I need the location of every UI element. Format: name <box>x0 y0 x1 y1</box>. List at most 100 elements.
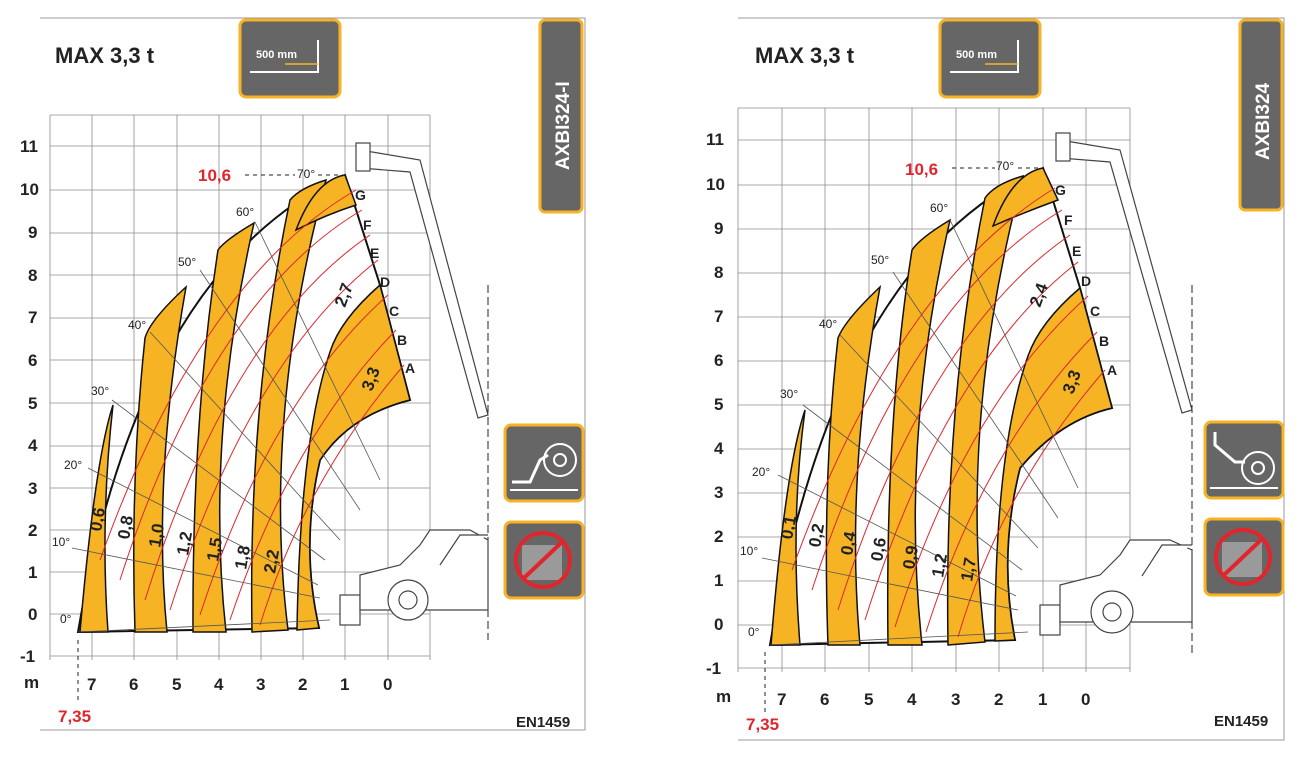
panel-frame-left <box>40 17 586 731</box>
svg-text:AXBI324-I: AXBI324-I <box>553 81 574 170</box>
stabilizers-up-icon-left <box>503 423 585 503</box>
telehandler-left <box>339 142 489 626</box>
load-centre-badge-right: 500 mm <box>938 18 1042 99</box>
svg-text:10°: 10° <box>52 535 70 549</box>
svg-text:2: 2 <box>298 675 307 694</box>
svg-text:B: B <box>1099 333 1109 349</box>
svg-text:A: A <box>405 360 415 376</box>
svg-text:0,9: 0,9 <box>899 544 922 571</box>
svg-text:0: 0 <box>1081 690 1090 709</box>
svg-text:0,1: 0,1 <box>777 514 800 541</box>
svg-text:1,7: 1,7 <box>957 556 980 583</box>
svg-text:C: C <box>1090 303 1100 319</box>
svg-text:0,8: 0,8 <box>114 514 137 541</box>
svg-text:4: 4 <box>907 690 917 709</box>
svg-text:D: D <box>380 274 390 290</box>
svg-text:4: 4 <box>28 436 38 455</box>
x-axis-left: m 7 6 5 4 3 2 1 0 <box>24 673 392 694</box>
load-chart-right: MAX 3,3 t 500 mm AXBI324 11 10 9 8 7 6 5… <box>706 17 1285 741</box>
svg-text:-1: -1 <box>20 647 35 666</box>
x-axis-right: m 7 6 5 4 3 2 1 0 <box>716 687 1090 709</box>
svg-text:3: 3 <box>714 483 723 502</box>
svg-text:7: 7 <box>87 675 96 694</box>
svg-text:m: m <box>24 673 39 692</box>
svg-text:2: 2 <box>714 527 723 546</box>
svg-text:E: E <box>1072 243 1081 259</box>
svg-text:11: 11 <box>20 137 38 156</box>
svg-text:0,2: 0,2 <box>805 522 828 549</box>
svg-text:0: 0 <box>28 605 37 624</box>
model-badge-left: AXBI324-I <box>538 18 584 214</box>
svg-text:70°: 70° <box>297 167 315 181</box>
svg-text:10: 10 <box>20 180 39 199</box>
svg-text:7: 7 <box>28 308 37 327</box>
svg-text:0°: 0° <box>60 612 72 626</box>
svg-text:1,8: 1,8 <box>231 544 254 571</box>
svg-text:60°: 60° <box>930 201 948 215</box>
max-height-label-right: 10,6 <box>905 160 938 179</box>
max-reach-label-right: 7,35 <box>746 715 779 734</box>
svg-text:70°: 70° <box>996 159 1014 173</box>
svg-text:1: 1 <box>28 563 37 582</box>
svg-text:3: 3 <box>256 675 265 694</box>
svg-text:5: 5 <box>28 394 37 413</box>
svg-text:6: 6 <box>28 351 37 370</box>
svg-text:0: 0 <box>383 675 392 694</box>
svg-text:m: m <box>716 687 731 706</box>
svg-text:11: 11 <box>706 130 724 149</box>
svg-text:40°: 40° <box>819 317 837 331</box>
svg-text:20°: 20° <box>752 465 770 479</box>
svg-text:0,4: 0,4 <box>837 530 860 557</box>
svg-text:50°: 50° <box>871 253 889 267</box>
no-tyre-lift-icon-left <box>503 520 585 600</box>
no-tyre-lift-icon-right <box>1203 517 1285 597</box>
svg-text:0,6: 0,6 <box>867 536 890 563</box>
svg-text:F: F <box>1064 212 1073 228</box>
svg-text:F: F <box>363 217 372 233</box>
svg-text:8: 8 <box>714 263 723 282</box>
svg-text:1: 1 <box>340 675 349 694</box>
angle-rays-right <box>761 219 1079 646</box>
angle-labels-left: 70° 60° 50° 40° 30° 20° 10° 0° <box>52 167 315 626</box>
panel-frame-right <box>738 17 1285 741</box>
max-capacity-left: MAX 3,3 t <box>55 43 155 68</box>
svg-text:60°: 60° <box>236 205 254 219</box>
svg-text:9: 9 <box>28 223 37 242</box>
max-reach-label-left: 7,35 <box>58 707 91 726</box>
svg-text:5: 5 <box>864 690 873 709</box>
svg-text:1,5: 1,5 <box>203 536 226 563</box>
svg-text:3: 3 <box>951 690 960 709</box>
svg-text:6: 6 <box>714 351 723 370</box>
zone-letters-right: G F E D C B A <box>1055 182 1117 378</box>
svg-text:5: 5 <box>172 675 181 694</box>
svg-text:20°: 20° <box>64 458 82 472</box>
y-axis-right: 11 10 9 8 7 6 5 4 3 2 1 0 -1 <box>706 130 725 678</box>
svg-text:500 mm: 500 mm <box>956 49 997 61</box>
svg-text:-1: -1 <box>706 659 721 678</box>
svg-text:B: B <box>397 332 407 348</box>
svg-text:5: 5 <box>714 395 723 414</box>
load-centre-badge-left: 500 mm <box>238 18 342 99</box>
svg-text:E: E <box>370 245 379 261</box>
reach-arcs-right <box>791 187 1106 638</box>
svg-text:G: G <box>355 187 366 203</box>
svg-text:D: D <box>1081 273 1091 289</box>
svg-text:10: 10 <box>706 175 725 194</box>
svg-text:40°: 40° <box>128 318 146 332</box>
model-badge-right: AXBI324 <box>1238 18 1284 212</box>
svg-text:1,0: 1,0 <box>145 522 168 549</box>
svg-text:1,2: 1,2 <box>928 552 951 579</box>
svg-text:AXBI324: AXBI324 <box>1253 82 1274 160</box>
svg-text:0°: 0° <box>748 625 760 639</box>
svg-text:500 mm: 500 mm <box>256 49 297 61</box>
svg-text:0: 0 <box>714 615 723 634</box>
svg-text:1,2: 1,2 <box>173 530 196 557</box>
svg-text:A: A <box>1107 362 1117 378</box>
standard-label-right: EN1459 <box>1214 713 1268 730</box>
svg-text:7: 7 <box>777 690 786 709</box>
telehandler-right <box>1039 132 1193 636</box>
svg-text:6: 6 <box>129 675 138 694</box>
max-capacity-right: MAX 3,3 t <box>755 43 855 68</box>
zone-letters-left: G F E D C B A <box>355 187 415 376</box>
